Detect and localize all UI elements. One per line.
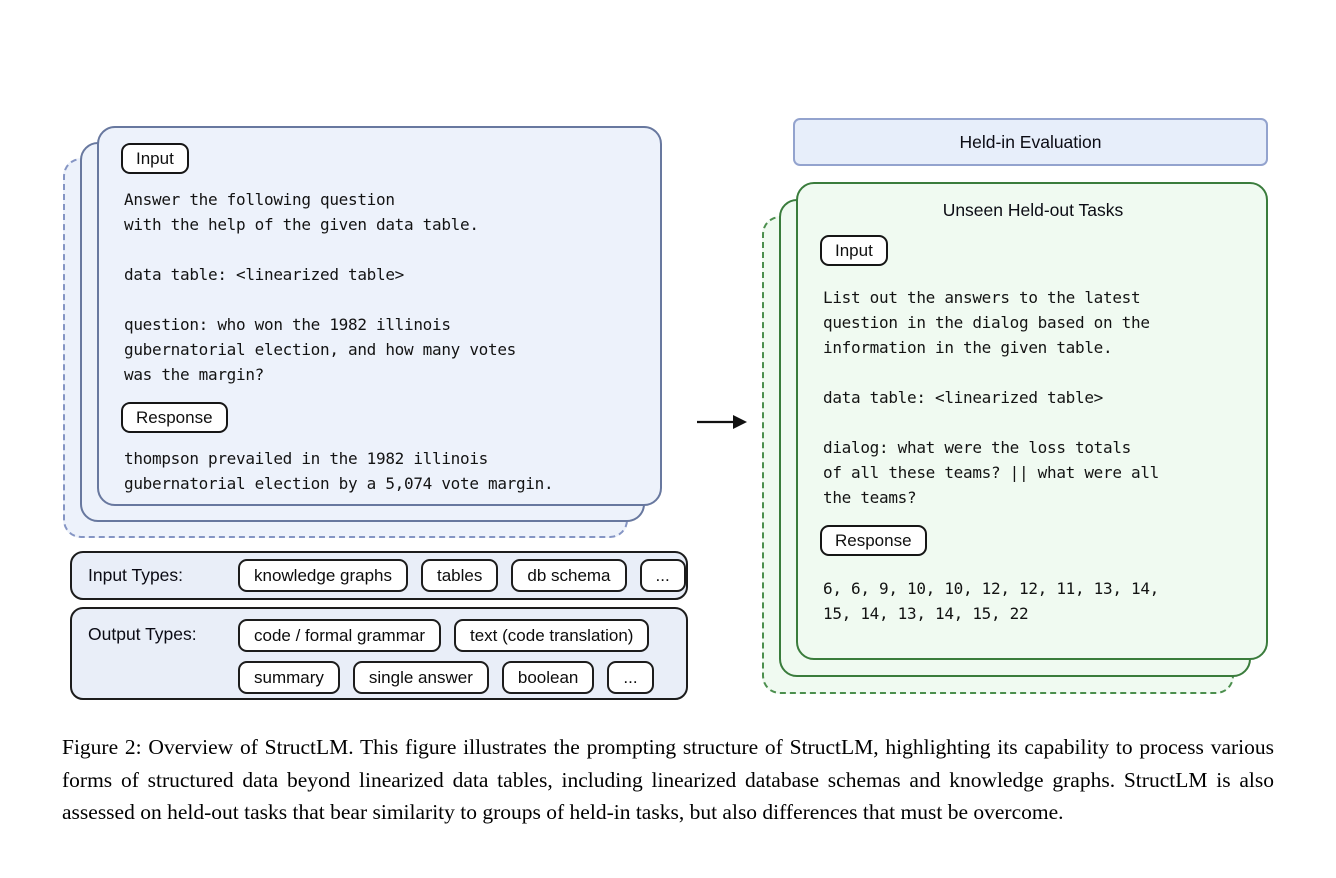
held-out-input-text: List out the answers to the latest quest… (823, 288, 1159, 507)
pill-code-formal-grammar: code / formal grammar (238, 619, 441, 652)
figure-caption: Figure 2: Overview of StructLM. This fig… (62, 735, 1274, 824)
held-out-response-text: 6, 6, 9, 10, 10, 12, 12, 11, 13, 14, 15,… (823, 579, 1159, 623)
flow-arrow (696, 406, 748, 443)
pill-tables: tables (420, 559, 499, 592)
input-types-pills: knowledge graphs tables db schema ... (238, 559, 686, 592)
input-types-label: Input Types: (88, 565, 184, 585)
response-chip: Response (121, 402, 228, 433)
held-in-example-card: Input Answer the following question with… (97, 126, 662, 506)
pill-knowledge-graphs: knowledge graphs (238, 559, 408, 592)
input-chip: Input (121, 143, 189, 174)
pill-text-code-translation: text (code translation) (454, 619, 650, 652)
pill-ellipsis-input: ... (639, 559, 686, 592)
pill-ellipsis-output: ... (607, 661, 654, 694)
right-arrow-icon (697, 415, 747, 429)
output-types-box: Output Types: code / formal grammar text… (70, 607, 688, 700)
pill-boolean: boolean (501, 661, 595, 694)
pill-db-schema: db schema (511, 559, 627, 592)
held-in-evaluation-header: Held-in Evaluation (793, 118, 1268, 166)
held-out-example-stack: Unseen Held-out Tasks Input List out the… (762, 182, 1272, 697)
held-in-response-text: thompson prevailed in the 1982 illinois … (124, 449, 554, 493)
output-types-label: Output Types: (88, 624, 197, 644)
output-types-pills: code / formal grammar text (code transla… (238, 619, 654, 694)
held-out-tasks-title: Unseen Held-out Tasks (942, 200, 1124, 220)
input-chip-held-out: Input (820, 235, 888, 266)
held-out-example-card: Unseen Held-out Tasks Input List out the… (796, 182, 1268, 660)
pill-single-answer: single answer (352, 661, 489, 694)
output-types-row-1: code / formal grammar text (code transla… (238, 619, 654, 652)
response-chip-held-out: Response (820, 525, 927, 556)
output-types-row-2: summary single answer boolean ... (238, 661, 654, 694)
held-in-example-stack: Input Answer the following question with… (63, 126, 663, 541)
held-in-input-text: Answer the following question with the h… (124, 190, 516, 384)
pill-summary: summary (238, 661, 340, 694)
input-types-box: Input Types: knowledge graphs tables db … (70, 551, 688, 600)
